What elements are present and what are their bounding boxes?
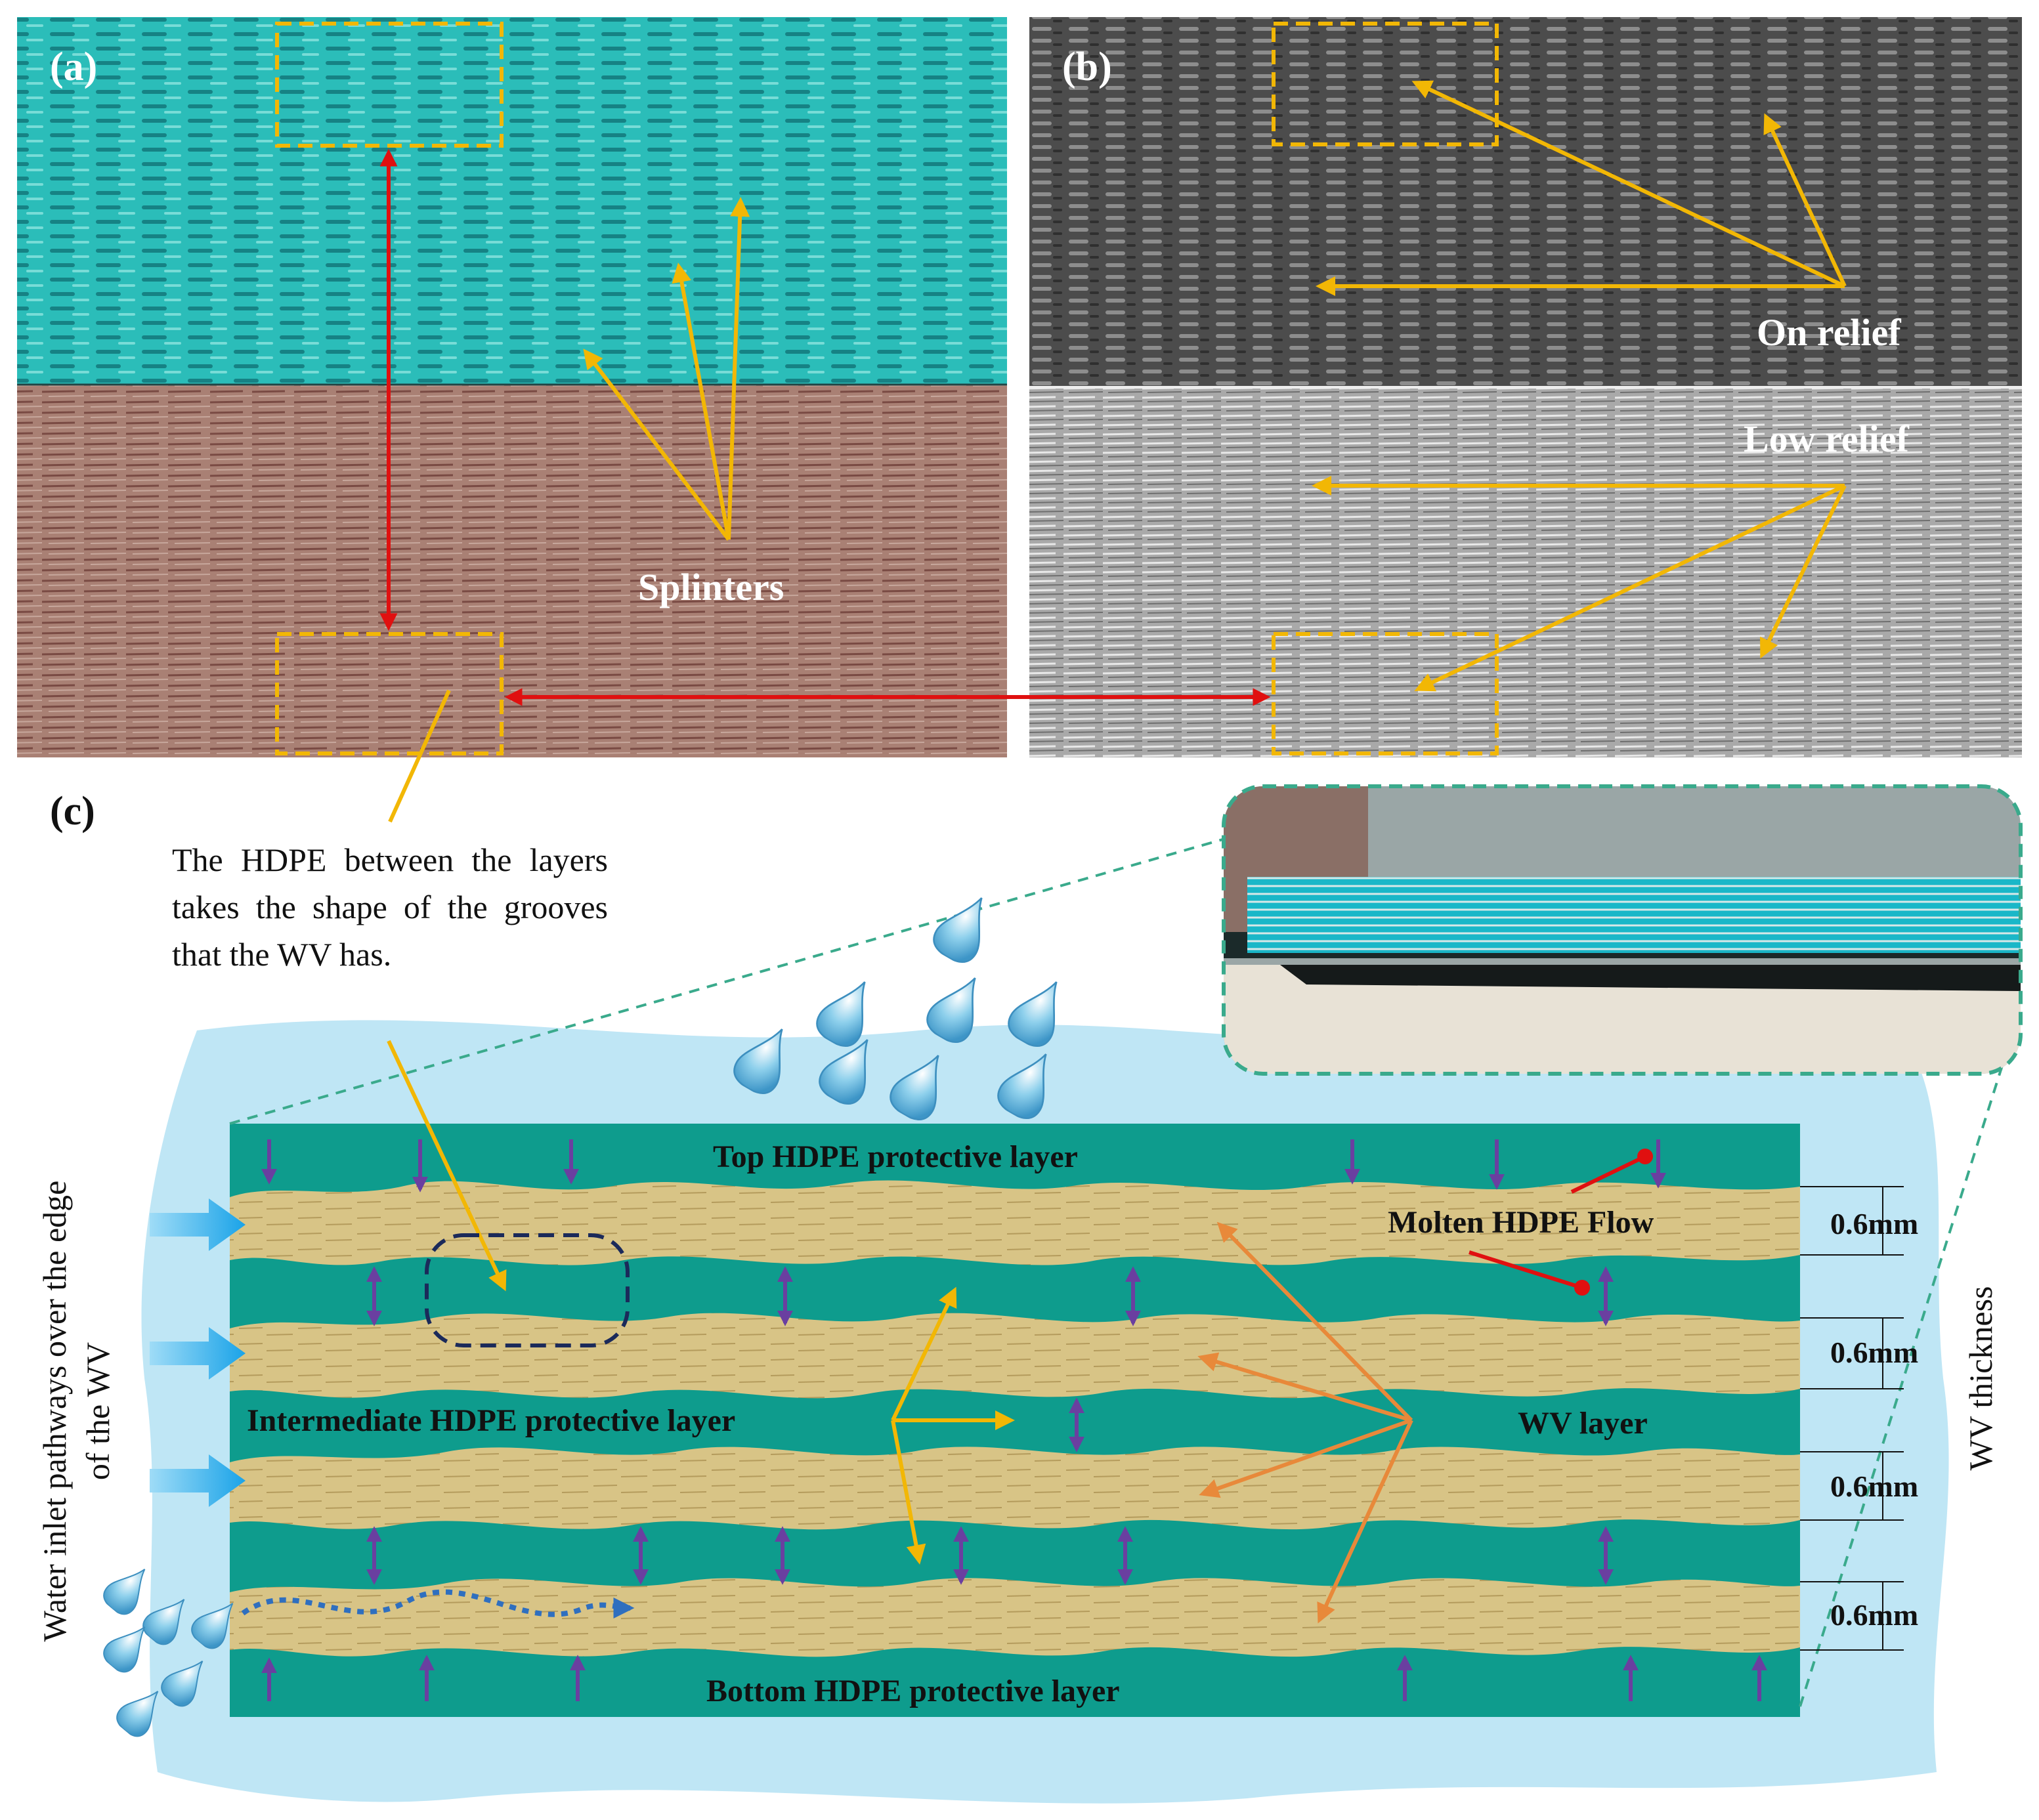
dimension-label-2: 0.6mm	[1830, 1336, 1918, 1369]
panel-b-label: (b)	[1062, 45, 1112, 89]
panel-a-top-highlight	[275, 22, 504, 148]
dimension-label-4: 0.6mm	[1830, 1598, 1918, 1632]
molten-flow-label: Molten HDPE Flow	[1388, 1205, 1654, 1240]
panel-b-top-highlight	[1272, 22, 1499, 146]
intermediate-layer-label: Intermediate HDPE protective layer	[247, 1403, 735, 1438]
wv-layer-arrows	[1197, 1221, 1413, 1624]
panel-a-bottom-highlight	[275, 632, 504, 755]
water-seepage-path	[241, 1589, 635, 1619]
dimension-markers	[1800, 1186, 1904, 1651]
low-relief-arrows	[1312, 476, 1847, 692]
dimension-label-3: 0.6mm	[1830, 1470, 1918, 1503]
edge-inset-photo	[1222, 784, 2023, 1076]
hdpe-note: The HDPE between the layers takes the sh…	[172, 841, 608, 973]
water-inlet-label-line2: of the WV	[79, 1342, 116, 1480]
veneer-layer-4	[230, 1578, 1800, 1657]
panel-c-label: (c)	[50, 789, 95, 834]
zoom-line-right	[1799, 1023, 2017, 1707]
veneer-layer-2	[230, 1313, 1800, 1399]
molten-flow-pointer-bottom	[1469, 1250, 1590, 1296]
veneer-layer-1	[230, 1180, 1800, 1265]
top-layer-label: Top HDPE protective layer	[713, 1139, 1078, 1174]
panel-b-photo	[1029, 17, 2022, 757]
wv-layer-label: WV layer	[1518, 1406, 1648, 1441]
low-relief-label: Low relief	[1744, 417, 1909, 460]
inflow-arrow-icon	[150, 1198, 246, 1507]
laminate-cross-section	[230, 1124, 1800, 1717]
note-pointer-top	[388, 689, 451, 823]
wv-thickness-label: WV thickness	[1962, 1286, 1999, 1471]
panel-a-label: (a)	[50, 45, 97, 89]
veneer-layer-3	[230, 1447, 1800, 1530]
panel-a-photo	[17, 17, 1007, 757]
panel-b-bottom-highlight	[1272, 632, 1499, 755]
groove-highlight	[425, 1233, 630, 1347]
splinters-label: Splinters	[638, 566, 784, 608]
water-inlet-label-line1: Water inlet pathways over the edge	[36, 1181, 73, 1642]
on-relief-arrows	[1316, 80, 1847, 296]
double-headed-arrow-icon	[261, 1139, 1767, 1701]
intermediate-layer-arrows	[891, 1286, 1015, 1565]
zoom-line-left	[229, 835, 1235, 1125]
on-relief-label: On relief	[1757, 311, 1901, 354]
note-pointer-bottom	[387, 1040, 507, 1292]
molten-flow-pointer-top	[1570, 1149, 1653, 1194]
dimension-label-1: 0.6mm	[1830, 1207, 1918, 1240]
bottom-layer-label: Bottom HDPE protective layer	[706, 1674, 1120, 1708]
splinter-arrows	[583, 197, 750, 541]
